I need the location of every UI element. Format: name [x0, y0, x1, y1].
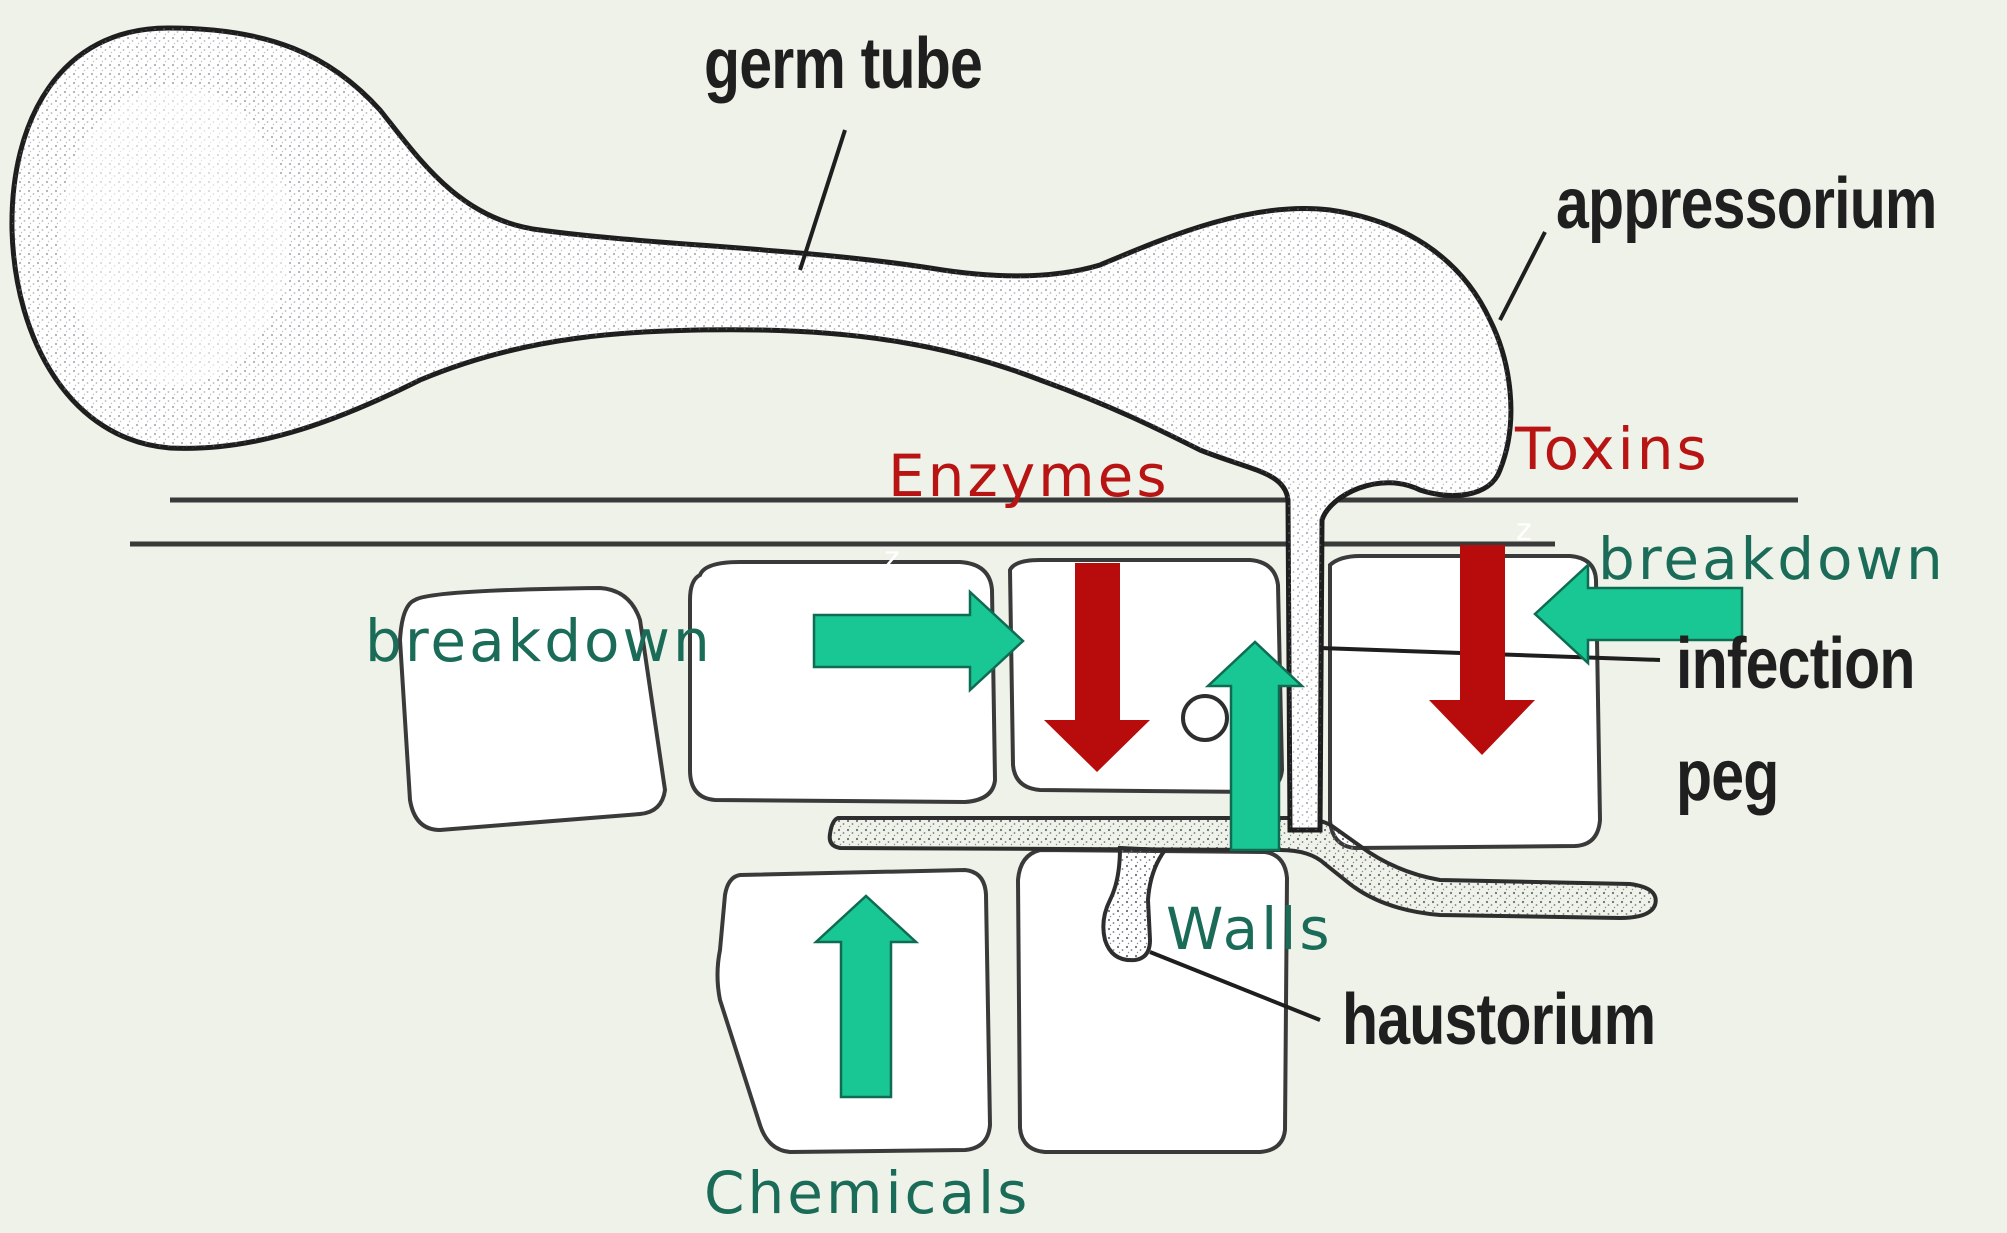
cell-upper-2	[690, 562, 995, 802]
peg-bulb	[1183, 696, 1227, 740]
label-haustorium: haustorium	[1342, 984, 1655, 1056]
leader-germ-tube	[800, 130, 845, 270]
label-germ-tube: germ tube	[704, 28, 982, 100]
label-appressorium: appressorium	[1556, 168, 1937, 240]
stray-mark-2: z	[1516, 513, 1532, 548]
label-enzymes: Enzymes	[888, 447, 1170, 505]
leader-appressorium	[1500, 232, 1545, 320]
label-peg: peg	[1676, 740, 1779, 812]
label-walls: Walls	[1166, 900, 1333, 958]
spore-interior	[60, 85, 290, 385]
stray-mark-1: z	[884, 541, 900, 576]
label-infection: infection	[1676, 628, 1915, 700]
label-breakdown-right: breakdown	[1598, 530, 1946, 588]
label-breakdown-left: breakdown	[365, 612, 713, 670]
label-chemicals: Chemicals	[704, 1164, 1030, 1222]
label-toxins: Toxins	[1515, 420, 1710, 478]
